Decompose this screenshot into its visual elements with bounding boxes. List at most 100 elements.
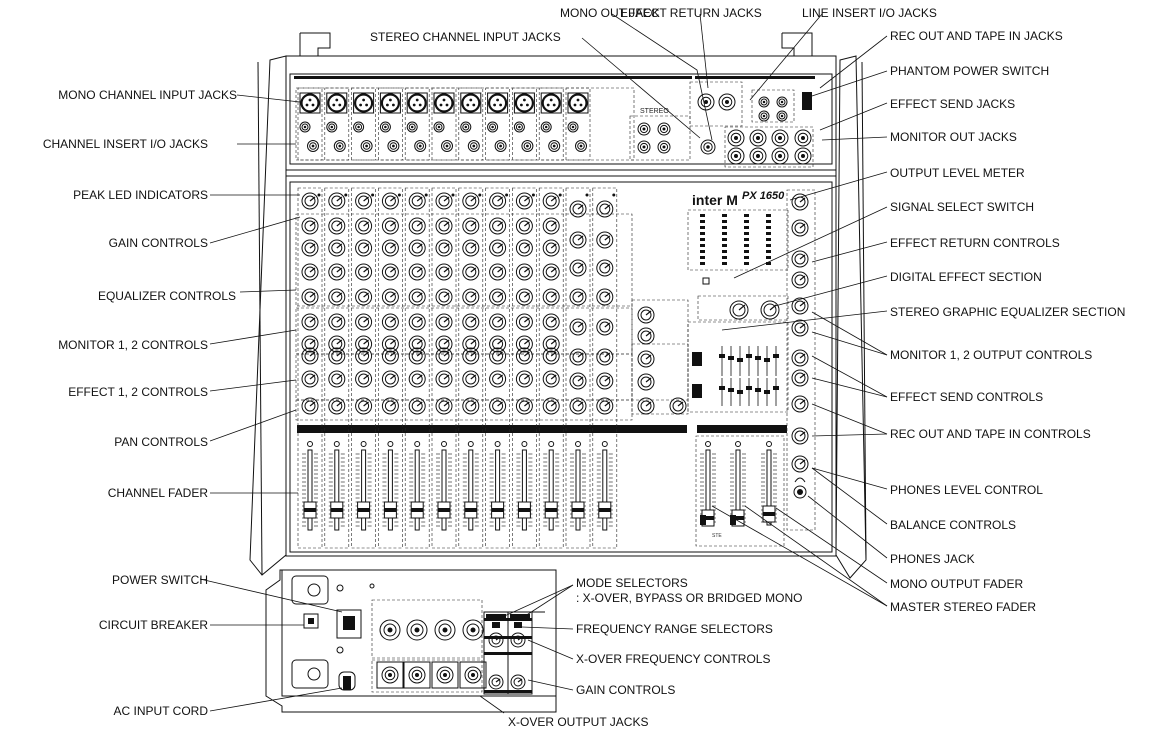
eq-slider[interactable] (746, 354, 752, 358)
knob-icon[interactable] (462, 192, 480, 210)
knob-icon[interactable] (637, 373, 655, 391)
knob-icon[interactable] (637, 397, 655, 415)
line-jack-icon[interactable] (575, 140, 587, 152)
knob-icon[interactable] (569, 259, 587, 277)
line-jack-icon[interactable] (441, 140, 453, 152)
knob-icon[interactable] (596, 397, 614, 415)
xover-out-jack-icon[interactable] (381, 666, 399, 684)
knob-icon[interactable] (489, 347, 507, 365)
knob-icon[interactable] (408, 288, 426, 306)
knob-icon[interactable] (542, 335, 560, 353)
insert-jack-icon[interactable] (513, 121, 525, 133)
rec-tape-jack-icon[interactable] (776, 96, 788, 108)
signal-select-switch[interactable] (702, 277, 710, 285)
knob-icon[interactable] (542, 313, 560, 331)
knob-icon[interactable] (791, 427, 809, 445)
knob-icon[interactable] (515, 370, 533, 388)
knob-icon[interactable] (328, 335, 346, 353)
knob-icon[interactable] (462, 239, 480, 257)
knob-icon[interactable] (381, 288, 399, 306)
phantom-switch[interactable] (802, 92, 812, 110)
knob-icon[interactable] (462, 217, 480, 235)
knob-icon[interactable] (408, 335, 426, 353)
line-jack-icon[interactable] (467, 140, 480, 152)
knob-icon[interactable] (355, 347, 373, 365)
stereo-input-jack-icon[interactable] (637, 122, 651, 136)
knob-icon[interactable] (355, 192, 373, 210)
insert-jack-icon[interactable] (460, 121, 472, 133)
knob-icon[interactable] (435, 239, 453, 257)
knob-icon[interactable] (596, 288, 614, 306)
knob-icon[interactable] (328, 288, 346, 306)
eq-slider[interactable] (728, 388, 734, 392)
line-jack-icon[interactable] (521, 140, 534, 152)
knob-icon[interactable] (489, 192, 507, 210)
knob-icon[interactable] (301, 370, 319, 388)
xover-out-jack-icon[interactable] (436, 666, 454, 684)
knob-icon[interactable] (791, 395, 809, 413)
knob-icon[interactable] (462, 335, 480, 353)
knob-icon[interactable] (328, 192, 346, 210)
knob-icon[interactable] (489, 239, 507, 257)
insert-jack-icon[interactable] (406, 121, 418, 133)
knob-icon[interactable] (435, 288, 453, 306)
knob-icon[interactable] (791, 369, 809, 387)
output-jack-icon[interactable] (749, 129, 767, 147)
phones-jack-icon[interactable] (793, 485, 807, 499)
knob-icon[interactable] (637, 306, 655, 324)
eq-slider[interactable] (728, 356, 734, 360)
knob-icon[interactable] (355, 288, 373, 306)
insert-jack-icon[interactable] (540, 121, 552, 133)
xover-out-jack-icon[interactable] (408, 666, 426, 684)
knob-icon[interactable] (301, 313, 319, 331)
knob-icon[interactable] (542, 217, 560, 235)
eq-slider[interactable] (737, 390, 743, 394)
knob-icon[interactable] (791, 319, 809, 337)
output-jack-icon[interactable] (771, 129, 789, 147)
knob-icon[interactable] (791, 297, 809, 315)
knob-icon[interactable] (488, 632, 504, 648)
knob-icon[interactable] (489, 397, 507, 415)
eq-slider[interactable] (773, 386, 779, 390)
knob-icon[interactable] (328, 263, 346, 281)
knob-icon[interactable] (355, 397, 373, 415)
knob-icon[interactable] (596, 259, 614, 277)
knob-icon[interactable] (301, 239, 319, 257)
knob-icon[interactable] (435, 192, 453, 210)
line-jack-icon[interactable] (494, 140, 507, 152)
knob-icon[interactable] (355, 263, 373, 281)
eq-slider[interactable] (746, 386, 752, 390)
line-jack-icon[interactable] (360, 140, 373, 152)
knob-icon[interactable] (489, 370, 507, 388)
knob-icon[interactable] (381, 239, 399, 257)
xlr-jack-icon[interactable] (540, 92, 562, 114)
knob-icon[interactable] (328, 239, 346, 257)
speaker-out-jack-icon[interactable] (379, 619, 401, 641)
knob-icon[interactable] (510, 632, 526, 648)
output-jack-icon[interactable] (727, 129, 745, 147)
line-jack-icon[interactable] (387, 140, 400, 152)
eq-slider[interactable] (719, 386, 725, 390)
knob-icon[interactable] (435, 335, 453, 353)
knob-icon[interactable] (408, 263, 426, 281)
mono-out-jack-icon[interactable] (700, 139, 716, 155)
knob-icon[interactable] (355, 335, 373, 353)
knob-icon[interactable] (408, 347, 426, 365)
effect-return-jack-icon[interactable] (697, 93, 715, 111)
knob-icon[interactable] (791, 349, 809, 367)
eq-slider[interactable] (773, 354, 779, 358)
xlr-jack-icon[interactable] (379, 92, 401, 114)
knob-icon[interactable] (791, 455, 809, 473)
insert-jack-icon[interactable] (299, 121, 311, 133)
knob-icon[interactable] (462, 370, 480, 388)
knob-icon[interactable] (515, 239, 533, 257)
xover-out-jack-icon[interactable] (464, 666, 482, 684)
output-jack-icon[interactable] (727, 147, 745, 165)
knob-icon[interactable] (301, 397, 319, 415)
knob-icon[interactable] (408, 217, 426, 235)
knob-icon[interactable] (542, 288, 560, 306)
eq-slider[interactable] (737, 358, 743, 362)
knob-icon[interactable] (489, 217, 507, 235)
knob-icon[interactable] (729, 300, 749, 320)
knob-icon[interactable] (510, 674, 526, 690)
